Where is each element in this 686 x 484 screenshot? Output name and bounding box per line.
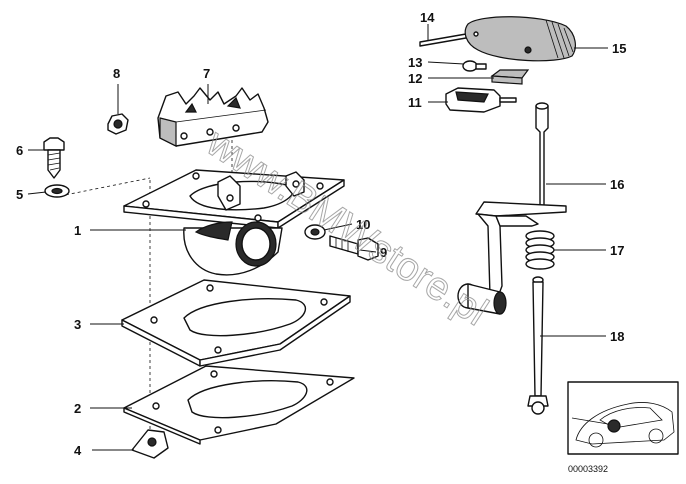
callout-11: 11 xyxy=(408,95,422,110)
callout-5: 5 xyxy=(16,187,23,202)
callout-14: 14 xyxy=(420,10,435,25)
diagram-reference-number: 00003392 xyxy=(568,464,608,474)
washer-small xyxy=(304,224,326,240)
clip-nut xyxy=(131,429,169,459)
callout-labels: 1 2 3 4 5 6 7 8 9 10 11 12 13 14 15 16 1… xyxy=(16,10,626,458)
insert-block xyxy=(490,69,530,85)
gasket-upper xyxy=(121,279,351,367)
callout-13: 13 xyxy=(408,55,422,70)
callout-18: 18 xyxy=(610,329,624,344)
shift-lever xyxy=(457,102,567,315)
callout-10: 10 xyxy=(356,217,370,232)
screw xyxy=(43,137,65,179)
washer xyxy=(44,184,70,198)
callout-3: 3 xyxy=(74,317,81,332)
vehicle-location-thumbnail xyxy=(567,381,679,455)
callout-1: 1 xyxy=(74,223,81,238)
callout-8: 8 xyxy=(113,66,120,81)
callout-4: 4 xyxy=(74,443,82,458)
callout-12: 12 xyxy=(408,71,422,86)
selector-rod xyxy=(527,276,549,415)
shift-gate-guide xyxy=(157,87,269,147)
shift-bracket xyxy=(123,169,345,276)
gasket-lower xyxy=(123,365,355,445)
callout-17: 17 xyxy=(610,243,624,258)
spring xyxy=(525,230,555,270)
adapter xyxy=(445,87,517,113)
callout-16: 16 xyxy=(610,177,624,192)
small-screw xyxy=(462,60,487,72)
bolt xyxy=(329,235,379,261)
hex-nut xyxy=(107,113,129,135)
callout-15: 15 xyxy=(612,41,626,56)
callout-2: 2 xyxy=(74,401,81,416)
shift-knob xyxy=(464,16,576,62)
callout-6: 6 xyxy=(16,143,23,158)
callout-7: 7 xyxy=(203,66,210,81)
pin xyxy=(419,33,467,47)
callout-9: 9 xyxy=(380,245,387,260)
leader-lines xyxy=(27,24,608,451)
